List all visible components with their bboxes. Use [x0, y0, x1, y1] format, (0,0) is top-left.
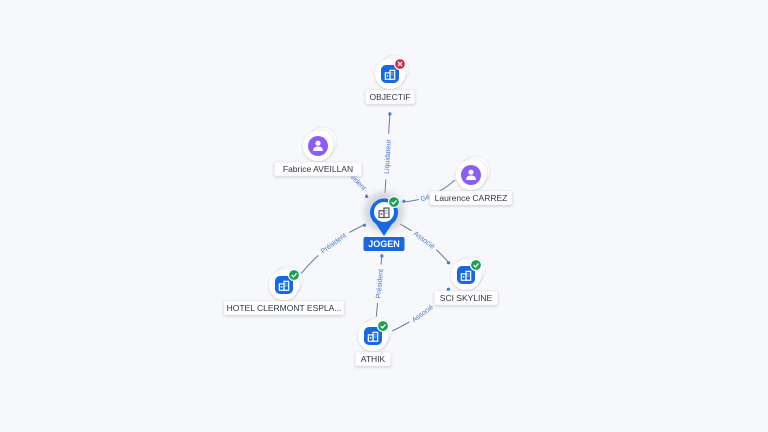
status-closed-badge: [393, 57, 407, 71]
edge-label-group: Liquidateur: [380, 133, 393, 180]
status-active-badge: [287, 268, 301, 282]
node-icon-bg: [461, 165, 481, 185]
building-icon: [460, 270, 472, 281]
edge-label: Président: [375, 269, 385, 299]
node-label-background: [274, 161, 362, 177]
building-icon: [378, 207, 390, 219]
close-icon: [397, 61, 403, 67]
edge-jogen-objectif: Liquidateur: [380, 111, 393, 194]
check-icon: [291, 272, 297, 278]
edge-label-background: [314, 227, 352, 258]
node-objectif[interactable]: OBJECTIF: [364, 54, 416, 105]
edge-label-background: [380, 133, 393, 180]
edge-label-background: [409, 226, 440, 253]
edge-label-group: Associé: [406, 299, 438, 326]
node-label: JOGEN: [368, 239, 400, 249]
edge-label-group: Associé: [409, 226, 440, 253]
edge-arrowhead: [362, 223, 367, 227]
edge-label-group: Président: [372, 264, 386, 304]
edge-label-background: [406, 299, 438, 326]
node-jogen[interactable]: JOGEN: [363, 192, 405, 251]
person-icon: [313, 140, 323, 151]
node-label: ATHIK: [361, 354, 386, 364]
edge-hotel-jogen: Président: [299, 223, 367, 276]
check-icon: [391, 199, 397, 205]
edge-label-group: Président: [314, 227, 352, 258]
node-label-background: [354, 351, 392, 367]
node-sci[interactable]: SCI SKYLINE: [433, 255, 499, 306]
edge-arrowhead: [446, 287, 450, 291]
node-fabrice[interactable]: Fabrice AVEILLAN: [274, 126, 362, 177]
node-label-background: [433, 290, 499, 306]
edge-label: Gé: [420, 194, 431, 204]
edge-arrowhead: [402, 199, 406, 203]
edge-arrowhead: [388, 112, 392, 116]
building-icon: [384, 69, 396, 80]
edge-arrowhead: [446, 261, 451, 265]
node-label: HOTEL CLERMONT ESPLA...: [227, 303, 342, 313]
building-icon: [367, 331, 379, 342]
node-label: Laurence CARREZ: [435, 193, 508, 203]
edge-label-background: [372, 264, 386, 304]
status-active-badge: [387, 195, 401, 209]
check-icon: [380, 323, 386, 329]
node-icon-bg: [308, 136, 328, 156]
node-label: SCI SKYLINE: [440, 293, 493, 303]
edge-label-group: Gé: [417, 190, 433, 204]
node-label-background: [364, 89, 416, 105]
node-athik[interactable]: ATHIK: [354, 316, 393, 367]
person-icon: [466, 169, 476, 180]
status-active-badge: [469, 258, 483, 272]
node-hotel[interactable]: HOTEL CLERMONT ESPLA...: [223, 265, 345, 316]
building-icon: [278, 280, 290, 291]
edge-jogen-sci: Associé: [399, 223, 451, 265]
edge-line: [299, 223, 367, 276]
edge-athik-jogen: Président: [372, 253, 386, 321]
nodes-layer: JOGEN OBJECTIF Fabrice AVEILLAN Laurence CA…: [223, 54, 513, 367]
node-label: Fabrice AVEILLAN: [283, 164, 353, 174]
node-label: OBJECTIF: [369, 92, 410, 102]
edge-arrowhead: [365, 194, 369, 199]
edge-label-background: [417, 190, 433, 204]
node-label-background: [223, 300, 345, 316]
edge-arrowhead: [380, 254, 384, 258]
check-icon: [473, 262, 479, 268]
node-label-background: [429, 190, 513, 206]
status-active-badge: [376, 319, 390, 333]
node-label-background: [363, 237, 405, 251]
edge-label: Liquidateur: [384, 138, 393, 174]
node-laurence[interactable]: Laurence CARREZ: [429, 155, 513, 206]
